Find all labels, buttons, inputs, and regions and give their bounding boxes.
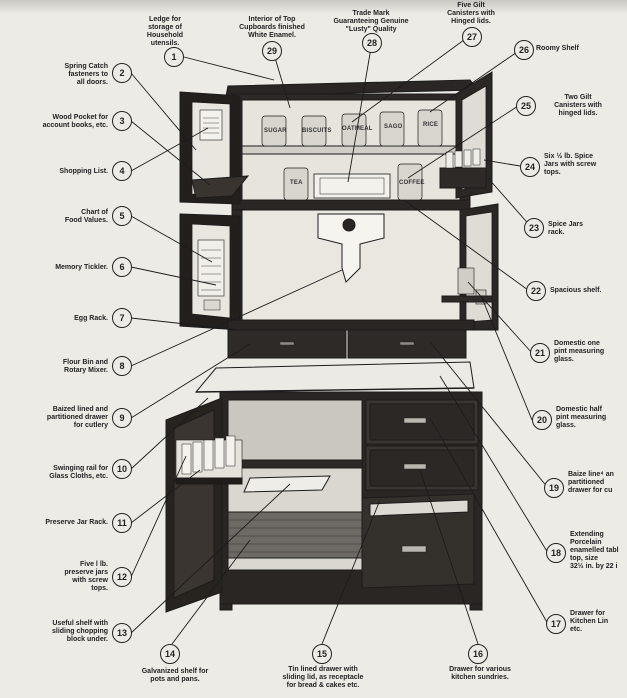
- callout-text-27: Five Gilt Canisters with Hinged lids.: [447, 2, 495, 25]
- callout-number-25: 25: [516, 96, 536, 116]
- callout-text-5: Chart of Food Values.: [64, 209, 108, 224]
- callout-text-8: Flour Bin and Rotary Mixer.: [62, 359, 108, 374]
- canister-label-sago: SAGO: [384, 124, 403, 130]
- leader-lines: [130, 36, 549, 645]
- callout-text-1: Ledge for storage of Household utensils.: [146, 16, 184, 47]
- callout-number-9: 9: [112, 408, 132, 428]
- callout-number-27: 27: [462, 27, 482, 47]
- callout-text-19: Baize line⁴ an partitioned drawer for cu: [568, 471, 614, 494]
- lower-left-door: [165, 397, 243, 613]
- middle-left-door: [179, 213, 241, 331]
- canister-label-rice: RICE: [423, 122, 439, 128]
- callout-number-22: 22: [526, 281, 546, 301]
- callout-text-3: Wood Pocket for account books, etc.: [42, 114, 108, 129]
- callout-text-4: Shopping List.: [59, 168, 108, 175]
- callout-number-3: 3: [112, 111, 132, 131]
- page-shadow: [0, 0, 627, 14]
- canister-label-sugar: SUGAR: [264, 128, 287, 134]
- callout-number-14: 14: [160, 644, 180, 664]
- callout-number-21: 21: [530, 343, 550, 363]
- callout-text-16: Drawer for various kitchen sundries.: [449, 666, 511, 681]
- callout-text-13: Useful shelf with sliding chopping block…: [52, 620, 108, 643]
- callout-text-15: Tin lined drawer with sliding lid, as re…: [282, 666, 364, 689]
- callout-text-22: Spacious shelf.: [550, 287, 602, 294]
- callout-text-18: Extending Porcelain enamelled tabl top, …: [570, 531, 619, 570]
- callout-number-23: 23: [524, 218, 544, 238]
- callout-number-12: 12: [112, 567, 132, 587]
- callout-number-2: 2: [112, 63, 132, 83]
- middle-right-door: [441, 203, 499, 331]
- canister-label-coffee: COFFEE: [399, 180, 425, 186]
- callout-number-18: 18: [546, 543, 566, 563]
- callout-text-25: Two Gilt Canisters with hinged lids.: [554, 94, 602, 117]
- canister-label-oatmeal: OATMEAL: [342, 126, 373, 132]
- callout-text-23: Spice Jars rack.: [548, 221, 584, 236]
- canister-label-tea: TEA: [290, 180, 303, 186]
- callout-text-11: Preserve Jar Rack.: [45, 519, 108, 526]
- canister-label-biscuits: BISCUITS: [302, 128, 332, 134]
- callout-text-9: Baized lined and partitioned drawer for …: [46, 406, 108, 429]
- callout-number-29: 29: [262, 41, 282, 61]
- callout-number-28: 28: [362, 33, 382, 53]
- callout-text-2: Spring Catch fasteners to all doors.: [64, 63, 108, 86]
- callout-text-29: Interior of Top Cupboards finished White…: [239, 16, 305, 39]
- callout-text-14: Galvanized shelf for pots and pans.: [141, 668, 209, 683]
- callout-number-16: 16: [468, 644, 488, 664]
- callout-number-10: 10: [112, 459, 132, 479]
- upper-left-door: [179, 91, 250, 205]
- callout-text-21: Domestic one pint measuring glass.: [554, 340, 605, 363]
- canisters: [261, 109, 443, 201]
- callout-text-20: Domestic half pint measuring glass.: [556, 406, 607, 429]
- callout-number-6: 6: [112, 257, 132, 277]
- callout-number-15: 15: [312, 644, 332, 664]
- callout-number-26: 26: [514, 40, 534, 60]
- callout-number-11: 11: [112, 513, 132, 533]
- callout-text-7: Egg Rack.: [74, 315, 108, 322]
- callout-text-12: Five l lb. preserve jars with screw tops…: [64, 561, 108, 592]
- callout-text-6: Memory Tickler.: [55, 264, 108, 271]
- callout-number-4: 4: [112, 161, 132, 181]
- callout-number-17: 17: [546, 614, 566, 634]
- callout-text-10: Swinging rail for Glass Cloths, etc.: [49, 465, 108, 480]
- callout-number-5: 5: [112, 206, 132, 226]
- callout-number-19: 19: [544, 478, 564, 498]
- callout-number-7: 7: [112, 308, 132, 328]
- callout-text-17: Drawer for Kitchen Lin etc.: [570, 610, 609, 633]
- callout-number-8: 8: [112, 356, 132, 376]
- callout-text-24: Six ½ lb. Spice Jars with screw tops.: [544, 153, 597, 176]
- callout-number-24: 24: [520, 157, 540, 177]
- callout-number-13: 13: [112, 623, 132, 643]
- callout-number-1: 1: [164, 47, 184, 67]
- callout-text-28: Trade Mark Guaranteeing Genuine "Lusty" …: [333, 10, 409, 33]
- callout-number-20: 20: [532, 410, 552, 430]
- kitchen-cabinet: [165, 71, 499, 613]
- callout-text-26: Roomy Shelf: [536, 45, 579, 52]
